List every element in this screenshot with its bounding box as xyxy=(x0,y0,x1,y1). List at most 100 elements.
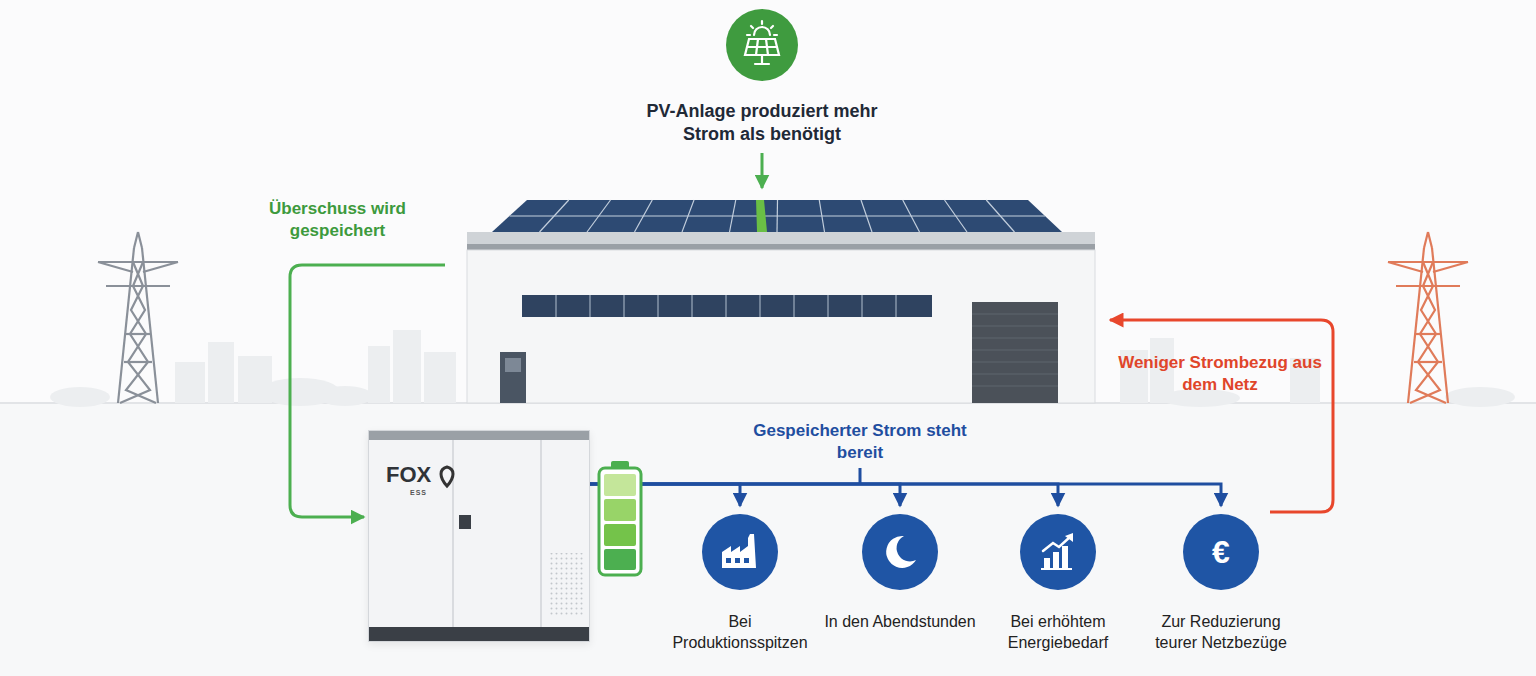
ground-part xyxy=(0,403,1536,676)
chart-icon-part xyxy=(1065,533,1073,542)
storage-cabinet-detail xyxy=(369,431,589,641)
storage-cabinet-detail-part xyxy=(549,553,583,617)
pv-icon-part-part xyxy=(755,63,769,65)
right-pylon xyxy=(1388,232,1468,403)
moon-icon xyxy=(862,514,938,590)
battery-symbol-part xyxy=(604,499,636,521)
factory-icon-part xyxy=(735,558,740,563)
building-part xyxy=(972,314,1058,386)
right-pylon-part xyxy=(1414,361,1442,363)
caption-text: Bei erhöhtem Energiebedarf xyxy=(979,612,1137,654)
pv-icon-part-part xyxy=(761,21,763,24)
logo-text: ESS xyxy=(410,489,427,496)
building-part-part xyxy=(793,295,795,317)
building-part xyxy=(556,295,896,317)
building-part xyxy=(522,295,932,317)
building-part xyxy=(467,250,1095,403)
right-pylon-part xyxy=(1416,333,1440,335)
skyline-part xyxy=(424,352,456,403)
right-pylon-part xyxy=(1388,261,1468,263)
building-part-part xyxy=(657,295,659,317)
pv-icon-part-part xyxy=(771,26,773,28)
building-part-part xyxy=(972,313,1058,314)
moon-icon-part xyxy=(886,536,916,568)
building-part-part xyxy=(827,295,829,317)
right-pylon-part xyxy=(1424,232,1428,248)
pv-icon-part xyxy=(745,21,779,64)
storage-cabinet-detail-part xyxy=(452,440,454,627)
building-part-part xyxy=(759,295,761,317)
building-part-part xyxy=(972,373,1058,374)
left-pylon-part xyxy=(134,232,138,248)
building-part-part xyxy=(861,295,863,317)
storage-cabinet-detail-part xyxy=(540,440,542,627)
pv-circle: PV-Anlage produziert mehr Strom als benö… xyxy=(726,9,798,81)
storage-connector xyxy=(590,484,1058,506)
building-part xyxy=(467,244,1095,250)
ground xyxy=(0,403,1536,676)
storage-cabinet-detail-part xyxy=(459,515,471,529)
logo-text: FOX xyxy=(386,464,431,486)
building-part-part xyxy=(623,295,625,317)
pv-icon-part-part xyxy=(745,39,779,55)
factory-icon xyxy=(702,514,778,590)
building-part-part xyxy=(691,295,693,317)
building-part xyxy=(467,232,1095,244)
left-pylon-part xyxy=(126,262,156,403)
skyline-part xyxy=(208,342,234,403)
building-part-part xyxy=(589,295,591,317)
storage-cabinet: FOX ESS xyxy=(368,430,590,642)
use-circle: €Zur Reduzierung teurer Netzbezüge xyxy=(1183,514,1259,590)
annotation-label: Gespeicherter Strom steht bereit xyxy=(750,420,970,465)
building-part xyxy=(500,352,526,403)
chart-icon-part xyxy=(1044,558,1050,568)
factory-icon-part xyxy=(722,534,756,568)
building-part xyxy=(756,200,767,232)
left-pylon-part xyxy=(106,285,170,287)
left-pylon-part xyxy=(138,232,142,248)
right-pylon-part xyxy=(1416,262,1446,403)
right-pylon-part xyxy=(1388,262,1423,272)
battery-symbol-part xyxy=(604,474,636,496)
left-pylon-part xyxy=(143,262,178,272)
building-part-part xyxy=(725,295,727,317)
pv-icon-part-part xyxy=(747,34,750,36)
building-part-part xyxy=(972,361,1058,362)
left-pylon-part xyxy=(124,361,152,363)
right-pylon-part xyxy=(1396,285,1460,287)
use-circle: Bei erhöhtem Energiebedarf xyxy=(1020,514,1096,590)
skyline-part xyxy=(393,330,421,403)
skyline-part xyxy=(175,362,205,403)
battery-symbol-part xyxy=(604,549,636,570)
factory-icon-part xyxy=(726,558,731,563)
battery-symbol-part xyxy=(599,468,641,575)
left-pylon-part xyxy=(98,261,178,263)
storage-connector xyxy=(590,484,1221,506)
storage-cabinet-detail-part xyxy=(369,627,589,641)
chart-icon-part xyxy=(1062,546,1068,568)
battery-symbol xyxy=(596,460,644,578)
chart-icon-part xyxy=(1041,568,1072,570)
building-part xyxy=(972,302,1058,403)
building-part-part xyxy=(972,349,1058,350)
left-pylon xyxy=(98,232,178,403)
building-part xyxy=(492,200,1062,232)
left-pylon-part xyxy=(98,262,133,272)
pv-icon xyxy=(726,9,798,81)
chart-icon-part xyxy=(1043,537,1070,551)
caption-text: Bei Produktionsspitzen xyxy=(661,612,819,654)
chart-icon xyxy=(1020,514,1096,590)
battery-symbol-part xyxy=(604,524,636,546)
use-circle: In den Abendstunden xyxy=(862,514,938,590)
right-pylon-part xyxy=(1433,262,1468,272)
chart-icon-part xyxy=(1053,552,1059,568)
building-part-part xyxy=(895,295,897,317)
building-part-part xyxy=(555,295,557,317)
building-part-part xyxy=(972,337,1058,338)
building-part-part xyxy=(972,385,1058,386)
caption-text: Zur Reduzierung teurer Netzbezüge xyxy=(1142,612,1300,654)
building-part-part xyxy=(510,215,1046,216)
symbol-text: € xyxy=(1183,514,1259,590)
caption-text: In den Abendstunden xyxy=(821,612,979,633)
